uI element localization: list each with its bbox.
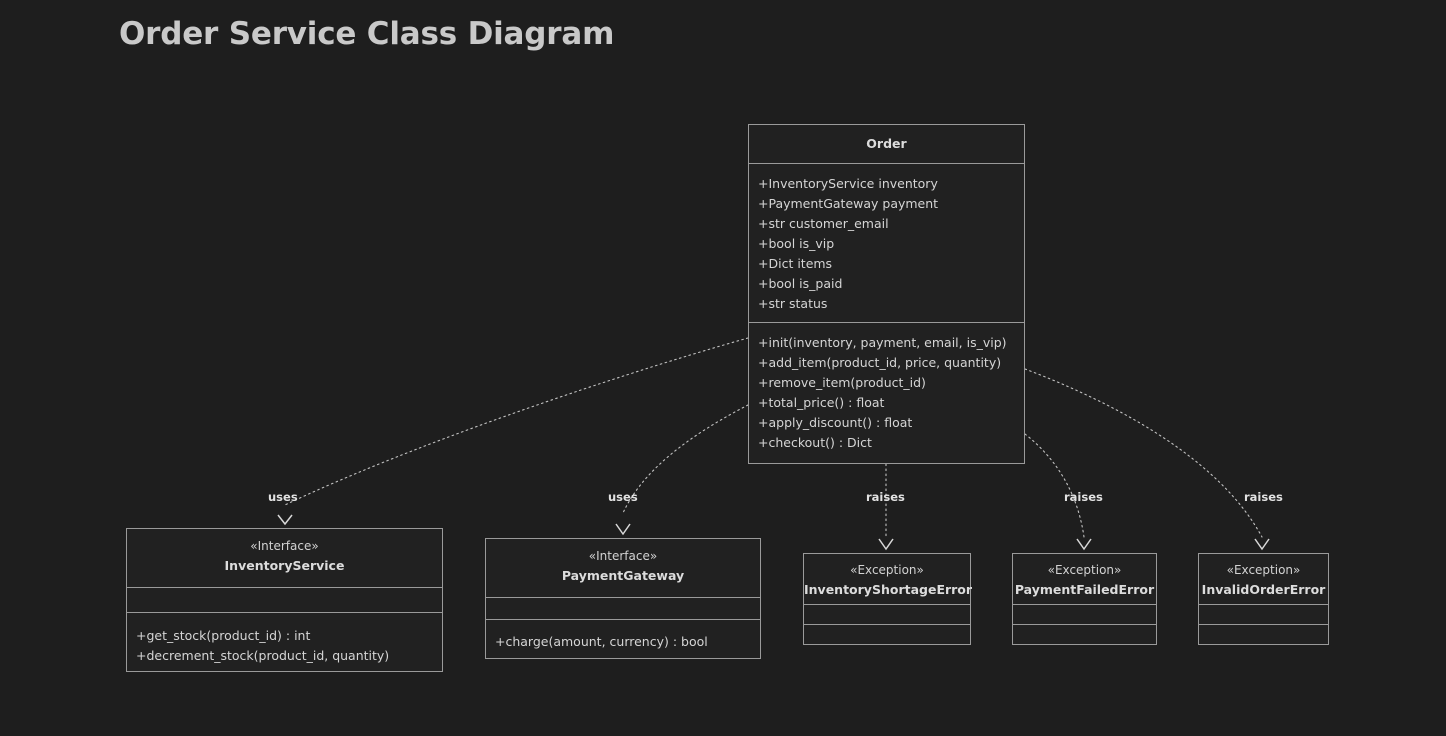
class-title-inventoryservice: «Interface» InventoryService xyxy=(127,529,442,587)
methods-compartment-paymentgateway: +charge(amount, currency) : bool xyxy=(486,619,760,657)
attribute-row: +bool is_paid xyxy=(758,276,843,291)
method-row: +add_item(product_id, price, quantity) xyxy=(758,355,1002,370)
class-title-paymentgateway: «Interface» PaymentGateway xyxy=(486,539,760,597)
class-name-paymentfailederror: PaymentFailedError xyxy=(1014,582,1155,598)
edge-order-paymentgateway xyxy=(615,404,749,536)
class-name-invalidordererror: InvalidOrderError xyxy=(1201,582,1326,598)
methods-compartment-paymentfailederror xyxy=(1013,624,1156,644)
class-title-inventoryshortageerror: «Exception» InventoryShortageError xyxy=(804,554,973,604)
edge-label-raises-paymentfailederror: raises xyxy=(1064,490,1103,504)
class-name-inventoryservice: InventoryService xyxy=(224,558,345,574)
class-title-paymentfailederror: «Exception» PaymentFailedError xyxy=(1013,554,1156,604)
edge-label-raises-invalidordererror: raises xyxy=(1244,490,1283,504)
class-name-order: Order xyxy=(866,136,907,151)
class-name-paymentgateway: PaymentGateway xyxy=(561,568,685,584)
attributes-compartment-inventoryshortageerror xyxy=(804,604,970,624)
attribute-row: +InventoryService inventory xyxy=(758,176,938,191)
attribute-row: +PaymentGateway payment xyxy=(758,196,939,211)
method-row: +apply_discount() : float xyxy=(758,415,913,430)
class-name-inventoryshortageerror: InventoryShortageError xyxy=(804,582,973,598)
class-box-inventoryshortageerror[interactable]: «Exception» InventoryShortageError xyxy=(803,553,973,645)
attributes-compartment-order: +InventoryService inventory +PaymentGate… xyxy=(749,163,1024,322)
method-row: +total_price() : float xyxy=(758,395,885,410)
edge-order-invalidordererror xyxy=(1024,368,1270,551)
attributes-compartment-paymentfailederror xyxy=(1013,604,1156,624)
stereotype-exception: «Exception» xyxy=(1047,563,1122,577)
attributes-compartment-paymentgateway xyxy=(486,597,760,619)
class-title-invalidordererror: «Exception» InvalidOrderError xyxy=(1199,554,1328,604)
methods-compartment-order: +init(inventory, payment, email, is_vip)… xyxy=(749,322,1024,462)
edge-label-raises-inventoryshortageerror: raises xyxy=(866,490,905,504)
attribute-row: +bool is_vip xyxy=(758,236,835,251)
stereotype-exception: «Exception» xyxy=(850,563,924,577)
stereotype-exception: «Exception» xyxy=(1226,563,1301,577)
class-title-order: Order xyxy=(749,125,1024,163)
class-box-paymentgateway[interactable]: «Interface» PaymentGateway +charge(amoun… xyxy=(485,538,761,659)
edge-label-uses-paymentgateway: uses xyxy=(608,490,638,504)
class-box-order[interactable]: Order +InventoryService inventory +Payme… xyxy=(748,124,1025,464)
methods-compartment-inventoryshortageerror xyxy=(804,624,970,644)
attributes-compartment-invalidordererror xyxy=(1199,604,1328,624)
methods-compartment-invalidordererror xyxy=(1199,624,1328,644)
method-row: +remove_item(product_id) xyxy=(758,375,926,390)
method-row: +get_stock(product_id) : int xyxy=(136,628,311,643)
attribute-row: +str status xyxy=(758,296,828,311)
class-box-paymentfailederror[interactable]: «Exception» PaymentFailedError xyxy=(1012,553,1157,645)
stereotype-interface: «Interface» xyxy=(588,549,658,563)
class-box-invalidordererror[interactable]: «Exception» InvalidOrderError xyxy=(1198,553,1329,645)
edge-label-uses-inventoryservice: uses xyxy=(268,490,298,504)
page-title: Order Service Class Diagram xyxy=(119,16,615,52)
class-box-inventoryservice[interactable]: «Interface» InventoryService +get_stock(… xyxy=(126,528,443,672)
methods-compartment-inventoryservice: +get_stock(product_id) : int +decrement_… xyxy=(127,612,442,670)
stereotype-interface: «Interface» xyxy=(250,539,319,553)
method-row: +checkout() : Dict xyxy=(758,435,872,450)
attribute-row: +Dict items xyxy=(758,256,833,271)
attributes-compartment-inventoryservice xyxy=(127,587,442,612)
method-row: +decrement_stock(product_id, quantity) xyxy=(136,648,390,663)
edge-order-inventoryservice xyxy=(277,337,749,526)
method-row: +charge(amount, currency) : bool xyxy=(495,634,708,649)
attribute-row: +str customer_email xyxy=(758,216,889,231)
method-row: +init(inventory, payment, email, is_vip) xyxy=(758,335,1007,350)
edge-order-inventoryshortageerror xyxy=(878,463,894,551)
